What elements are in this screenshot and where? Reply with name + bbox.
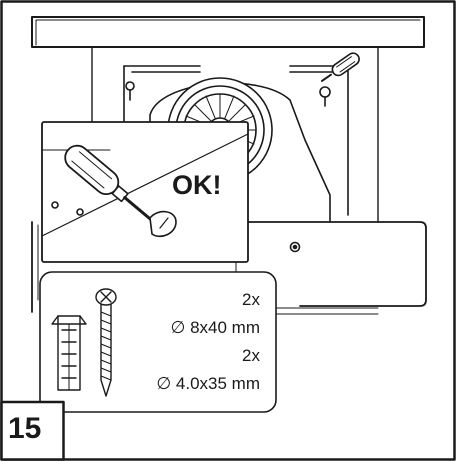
- screw-size: ∅ 4.0x35 mm: [156, 374, 260, 393]
- wall-plug-size: ∅ 8x40 mm: [170, 318, 260, 337]
- screw-quantity: 2x: [242, 346, 260, 365]
- fixings-specs: 2x ∅ 8x40 mm 2x ∅ 4.0x35 mm: [150, 290, 260, 400]
- screw-icon: [95, 288, 117, 397]
- step-number: 15: [8, 412, 42, 445]
- ok-callout: OK!: [172, 170, 222, 200]
- step-number-box: [0, 400, 65, 461]
- hood-canopy: [31, 16, 425, 48]
- fixings-box: [39, 271, 277, 413]
- zoom-inset: [41, 121, 249, 263]
- hood-body: [31, 221, 427, 315]
- screwdriver-icon: [320, 52, 360, 82]
- wall-plug-quantity: 2x: [242, 290, 260, 309]
- wall-plug-icon: [51, 315, 87, 391]
